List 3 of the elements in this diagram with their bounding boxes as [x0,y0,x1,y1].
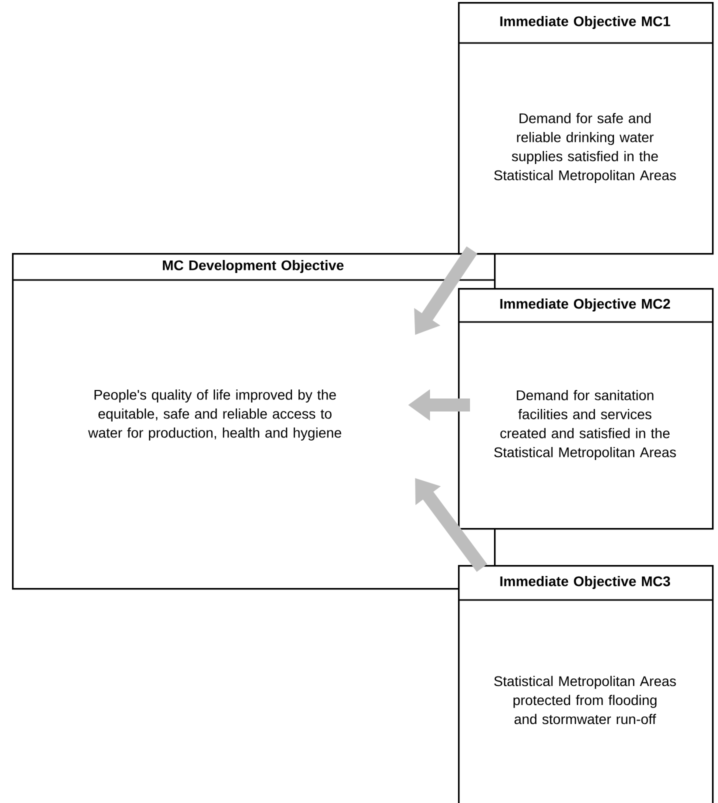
objective-box: Immediate Objective MC2 Demand for sanitation facilities and services created and satisfied in the Statistical Metropolitan Areas [458,288,714,530]
objective-box: Immediate Objective MC3 Statistical Metropolitan Areas protected from flooding and stormwater run-off [458,565,714,803]
objective-box: Immediate Objective MC1 Demand for safe and reliable drinking water supplies satisfied in the Statistical Metropolitan Areas [458,2,714,255]
